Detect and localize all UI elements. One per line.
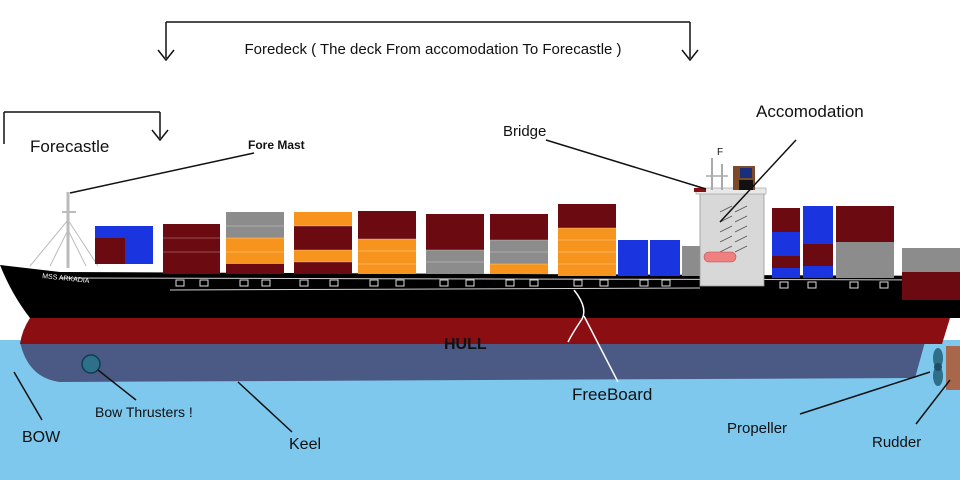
forecastle-label: Forecastle [30, 137, 109, 156]
keel-label: Keel [289, 436, 321, 453]
fore-mast-leader [69, 152, 255, 194]
bridge-leader [545, 139, 707, 190]
freeboard-leader [567, 289, 585, 343]
freeboard-leader-2 [583, 315, 619, 383]
lifeboat [703, 251, 737, 263]
keel-leader [237, 381, 293, 433]
forecastle-bracket [3, 111, 169, 144]
hull-red-band [20, 318, 950, 344]
foredeck-bracket [157, 21, 699, 62]
containers-forward [95, 204, 700, 276]
rudder-shape [946, 346, 960, 390]
freeboard-label: FreeBoard [572, 385, 652, 404]
bridge-label: Bridge [503, 123, 546, 140]
bow-label: BOW [22, 429, 61, 446]
bow-thrusters-label: Bow Thrusters ! [95, 404, 193, 420]
deck-rail [59, 277, 960, 281]
accommodation-block [694, 158, 767, 287]
bow-thrusters-leader [97, 369, 137, 401]
container-seams [163, 225, 616, 265]
rudder-label: Rudder [872, 434, 921, 451]
fore-mast [29, 192, 99, 268]
propeller-shape [933, 348, 943, 386]
hull-white-line [169, 287, 701, 291]
ship-name: MSS ARKADIA [42, 273, 90, 285]
propeller-label: Propeller [727, 420, 787, 437]
hull [0, 265, 960, 382]
bow-leader [13, 371, 43, 421]
bow-thruster-marker [81, 354, 101, 374]
accomodation-leader [719, 139, 797, 223]
hull-label: HULL [444, 336, 487, 353]
fore-mast-label: Fore Mast [248, 138, 305, 152]
funnel-letter: F [717, 147, 723, 158]
foredeck-label: Foredeck ( The deck From accomodation To… [244, 41, 621, 58]
containers-aft [772, 206, 960, 300]
propeller-leader [799, 371, 931, 415]
rudder-leader [915, 379, 951, 425]
accomodation-label: Accomodation [756, 102, 864, 121]
hull-bottom [20, 342, 925, 382]
